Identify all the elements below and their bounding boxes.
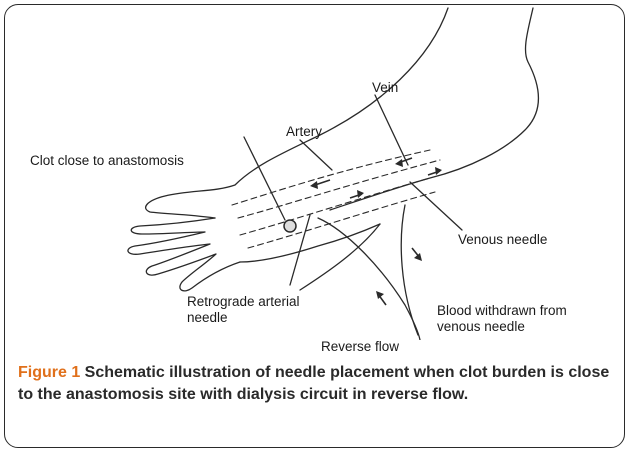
leader-clot (244, 137, 285, 220)
hand-outline (128, 218, 240, 291)
caption-label: Figure 1 (18, 364, 80, 381)
clot-icon (284, 220, 296, 232)
artery-label: Artery (286, 124, 322, 140)
blood-withdrawn-label: Blood withdrawn from venous needle (437, 303, 567, 335)
vein-dashed-1 (232, 150, 430, 205)
venous-needle-tube (401, 205, 418, 335)
leader-artery (300, 140, 332, 170)
caption-text: Schematic illustration of needle placeme… (18, 364, 609, 403)
blood-line-1: Blood withdrawn from (437, 303, 567, 319)
arm-diagram (0, 0, 630, 340)
vein-dashed-2 (238, 160, 440, 218)
clot-label: Clot close to anastomosis (30, 153, 184, 169)
vein-label: Vein (372, 80, 398, 96)
retrograde-needle-label: Retrograde arterial needle (187, 294, 300, 326)
venous-needle-label: Venous needle (458, 232, 547, 248)
reverse-flow-label: Reverse flow (321, 339, 399, 355)
figure-caption: Figure 1 Schematic illustration of needl… (18, 362, 618, 405)
retrograde-line-2: needle (187, 310, 300, 326)
leader-venous-needle (410, 182, 462, 230)
leader-vein (375, 95, 408, 165)
blood-line-2: venous needle (437, 319, 567, 335)
retrograde-line-1: Retrograde arterial (187, 294, 300, 310)
artery-dashed-2 (248, 192, 435, 248)
